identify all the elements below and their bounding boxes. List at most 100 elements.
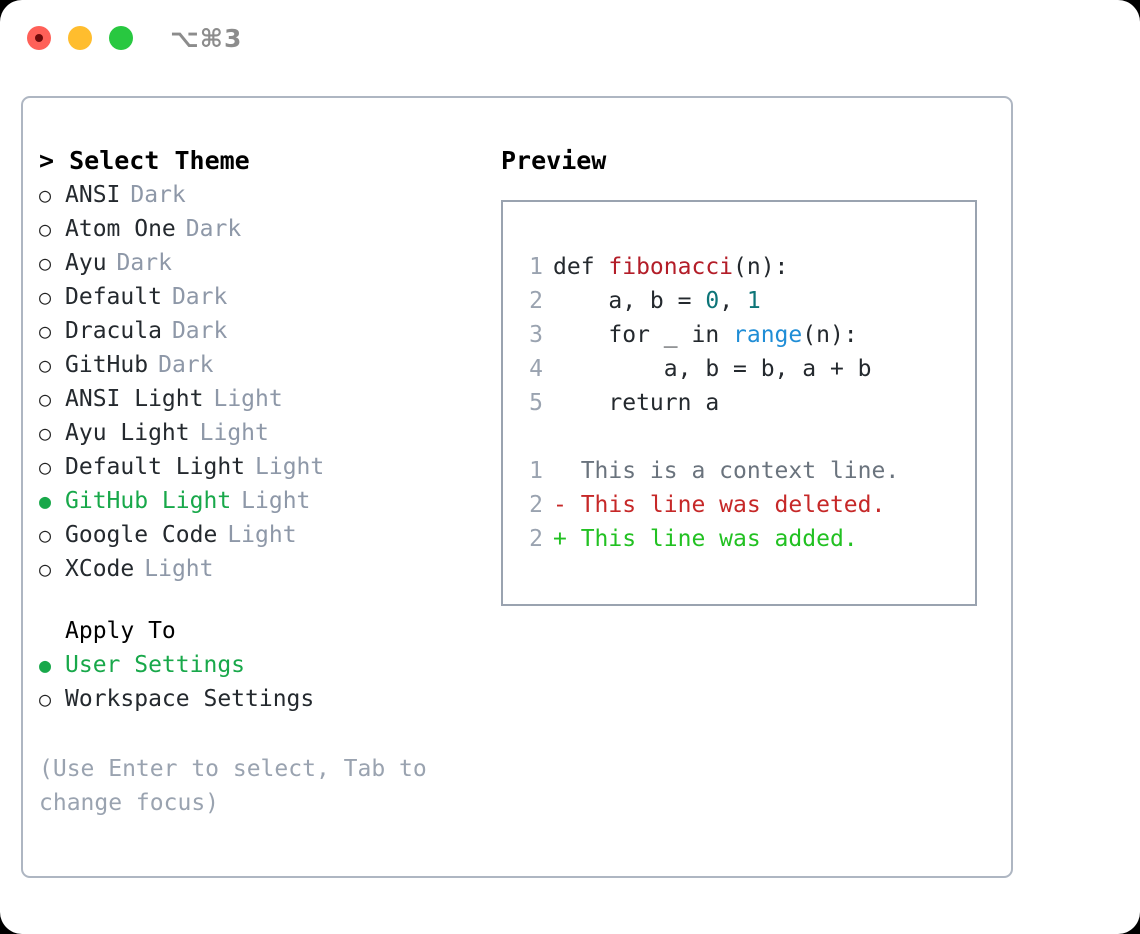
apply-to-option-label: Workspace Settings bbox=[65, 686, 315, 712]
keyboard-hint-text: (Use Enter to select, Tab to change focu… bbox=[39, 756, 441, 816]
line-number: 2 bbox=[529, 288, 543, 314]
theme-name: Atom One bbox=[65, 216, 176, 242]
apply-to-option-label: User Settings bbox=[65, 652, 246, 678]
theme-name: Ayu bbox=[65, 250, 107, 276]
theme-variant-label: Light bbox=[227, 522, 297, 548]
diff-line-text: This is a context line. bbox=[553, 458, 900, 484]
theme-list-item[interactable]: ● GitHub Light Light bbox=[39, 484, 479, 518]
diff-line-text: + This line was added. bbox=[553, 526, 858, 552]
theme-variant-label: Dark bbox=[130, 182, 186, 208]
code-spacer bbox=[515, 420, 967, 454]
theme-name: Default Light bbox=[65, 454, 246, 480]
code-token: 0 bbox=[705, 288, 720, 314]
code-token: range bbox=[733, 322, 803, 348]
code-token: for _ in bbox=[553, 322, 734, 348]
theme-variant-label: Light bbox=[255, 454, 325, 480]
theme-name: ANSI Light bbox=[65, 386, 204, 412]
keyboard-shortcut-label: ⌥⌘3 bbox=[170, 24, 243, 53]
diff-line: 1 This is a context line. bbox=[515, 454, 967, 488]
radio-unselected-icon: ○ bbox=[39, 217, 52, 241]
line-number: 1 bbox=[529, 254, 543, 280]
theme-list-item[interactable]: ○ Google Code Light bbox=[39, 518, 479, 552]
close-button[interactable] bbox=[27, 26, 51, 50]
radio-unselected-icon: ○ bbox=[39, 687, 52, 711]
line-number: 3 bbox=[529, 322, 543, 348]
theme-variant-label: Dark bbox=[158, 352, 214, 378]
radio-selected-icon: ● bbox=[39, 489, 52, 513]
radio-unselected-icon: ○ bbox=[39, 421, 52, 445]
theme-variant-label: Light bbox=[241, 488, 311, 514]
theme-list-item[interactable]: ○ Dracula Dark bbox=[39, 314, 479, 348]
theme-variant-label: Light bbox=[199, 420, 269, 446]
theme-name: GitHub bbox=[65, 352, 149, 378]
theme-name: Dracula bbox=[65, 318, 162, 344]
apply-to-option[interactable]: ○ Workspace Settings bbox=[39, 682, 479, 716]
theme-name: ANSI bbox=[65, 182, 121, 208]
minimize-button[interactable] bbox=[68, 26, 92, 50]
code-text: return a bbox=[553, 386, 719, 420]
theme-variant-label: Dark bbox=[185, 216, 242, 242]
code-token: (n): bbox=[802, 322, 858, 348]
code-token: , bbox=[719, 288, 747, 314]
apply-to-section: Apply To ● User Settings ○ Workspace Settin… bbox=[39, 614, 479, 716]
maximize-button[interactable] bbox=[109, 26, 133, 50]
code-text: a, b = 0, 1 bbox=[553, 284, 760, 318]
code-line: 4 a, b = b, a + b bbox=[515, 352, 967, 386]
apply-to-label: Apply To bbox=[65, 618, 176, 644]
theme-variant-label: Dark bbox=[171, 284, 228, 310]
code-text: def fibonacci(n): bbox=[553, 250, 788, 284]
line-number: 1 bbox=[529, 458, 543, 484]
select-theme-header: > Select Theme bbox=[39, 146, 250, 175]
code-line: 3 for _ in range(n): bbox=[515, 318, 967, 352]
code-line: 5 return a bbox=[515, 386, 967, 420]
line-number: 5 bbox=[529, 390, 543, 416]
code-token: a, b = b, a + b bbox=[553, 356, 872, 382]
theme-name: GitHub Light bbox=[65, 488, 232, 514]
theme-list-item[interactable]: ○ Ayu Light Light bbox=[39, 416, 479, 450]
theme-list-item[interactable]: ○ Atom One Dark bbox=[39, 212, 479, 246]
theme-variant-label: Dark bbox=[171, 318, 228, 344]
code-text: a, b = b, a + b bbox=[553, 352, 872, 386]
radio-unselected-icon: ○ bbox=[39, 183, 52, 207]
radio-selected-icon: ● bbox=[39, 653, 52, 677]
title-bar: ⌥⌘3 bbox=[0, 0, 1140, 78]
line-number: 2 bbox=[529, 526, 543, 552]
diff-line: 2 + This line was added. bbox=[515, 522, 967, 556]
theme-list-item[interactable]: ○ XCode Light bbox=[39, 552, 479, 586]
theme-list-item[interactable]: ○ GitHub Dark bbox=[39, 348, 479, 382]
radio-unselected-icon: ○ bbox=[39, 523, 52, 547]
radio-unselected-icon: ○ bbox=[39, 319, 52, 343]
theme-name: Google Code bbox=[65, 522, 218, 548]
apply-to-option[interactable]: ● User Settings bbox=[39, 648, 479, 682]
radio-unselected-icon: ○ bbox=[39, 251, 52, 275]
apply-to-options[interactable]: ● User Settings ○ Workspace Settings bbox=[39, 648, 479, 716]
theme-name: Ayu Light bbox=[65, 420, 190, 446]
radio-unselected-icon: ○ bbox=[39, 353, 52, 377]
code-text: for _ in range(n): bbox=[553, 318, 858, 352]
theme-list-item[interactable]: ○ ANSI Dark bbox=[39, 178, 479, 212]
theme-name: Default bbox=[65, 284, 162, 310]
theme-variant-label: Light bbox=[213, 386, 283, 412]
window-controls bbox=[27, 26, 133, 50]
code-token: (n): bbox=[733, 254, 789, 280]
code-token: return a bbox=[553, 390, 720, 416]
code-token: a, b = bbox=[553, 288, 706, 314]
theme-variant-label: Light bbox=[144, 556, 214, 582]
line-number: 4 bbox=[529, 356, 543, 382]
code-token: fibonacci bbox=[608, 254, 734, 280]
preview-header: Preview bbox=[501, 146, 607, 175]
diff-line-text: - This line was deleted. bbox=[553, 492, 886, 518]
theme-name: XCode bbox=[65, 556, 135, 582]
code-line: 1 def fibonacci(n): bbox=[515, 250, 967, 284]
radio-unselected-icon: ○ bbox=[39, 557, 52, 581]
